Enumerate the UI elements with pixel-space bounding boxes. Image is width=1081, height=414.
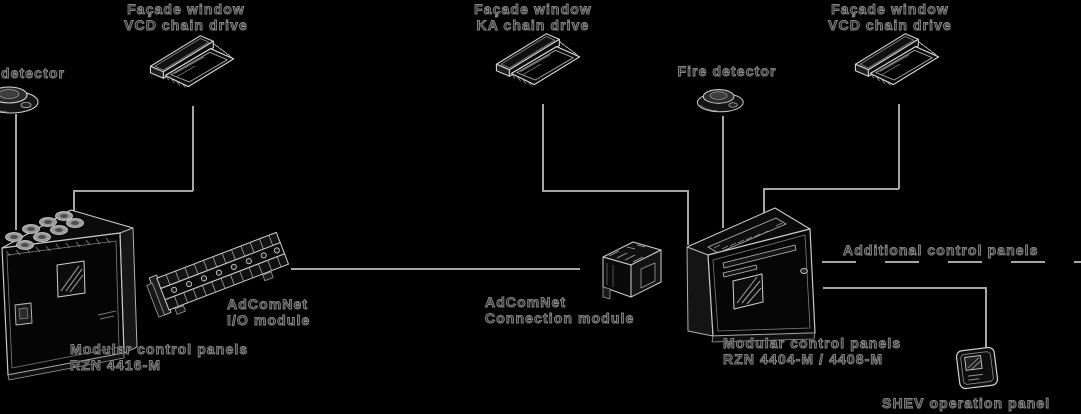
label-line: Connection module [485,310,635,327]
smoke-detector-icon [0,78,46,118]
label-fire-detector: Fire detector [677,63,777,80]
connector-detector-left-to-panel [15,114,17,230]
label-line: Façade window [474,1,592,18]
connector-io-to-connection-module [291,268,580,270]
connector-panel-to-shev-down [985,287,987,350]
connector-window-left-across [73,190,193,192]
connector-additional-panels-dashed [822,261,1081,263]
connection-module-art [593,233,671,305]
label-detector-left: detector [1,65,66,82]
label-panel-right: Modular control panels RZN 4404-M / 4408… [723,335,902,368]
label-facade-window-left: Façade window VCD chain drive [124,1,248,34]
label-line: RZN 4404-M / 4408-M [723,351,884,368]
label-line: Façade window [127,1,245,18]
label-line: Façade window [831,1,949,18]
control-panel-right-art [678,203,823,358]
label-line: Modular control panels [70,341,249,358]
label-line: Modular control panels [723,335,902,352]
connector-panel-to-shev-across [823,287,986,289]
connector-window-mid-down [542,104,544,191]
facade-window-middle-icon [492,30,586,104]
label-line: VCD chain drive [828,17,952,34]
label-facade-window-middle: Façade window KA chain drive [474,1,592,34]
label-line: AdComNet [227,296,309,313]
facade-window-right-icon [851,30,945,104]
connector-window-left-down [192,106,194,191]
label-line: RZN 4416-M [70,357,162,374]
label-panel-left: Modular control panels RZN 4416-M [70,341,249,374]
label-connection-module: AdComNet Connection module [485,294,635,327]
control-panel-left-art [0,205,140,390]
facade-window-left-icon [146,32,240,106]
label-io-module: AdComNet I/O module [227,296,311,329]
connector-window-right-across [763,188,899,190]
connector-window-mid-to-panel [687,190,689,245]
connector-window-right-to-panel [763,188,765,215]
label-shev-panel: SHEV operation panel [882,395,1051,412]
label-additional-panels: Additional control panels [843,242,1039,259]
connector-window-right-down [898,104,900,189]
label-line: KA chain drive [476,17,590,34]
label-line: I/O module [227,312,311,329]
connector-window-left-to-panel [73,190,75,212]
connector-window-mid-across [542,190,688,192]
label-line: AdComNet [485,294,567,311]
io-module-art [146,228,303,318]
shev-operation-panel-art [950,342,1004,394]
label-line: VCD chain drive [124,17,248,34]
label-facade-window-right: Façade window VCD chain drive [828,1,952,34]
connector-fire-detector-to-panel [722,116,724,228]
fire-detector-icon [694,82,750,116]
